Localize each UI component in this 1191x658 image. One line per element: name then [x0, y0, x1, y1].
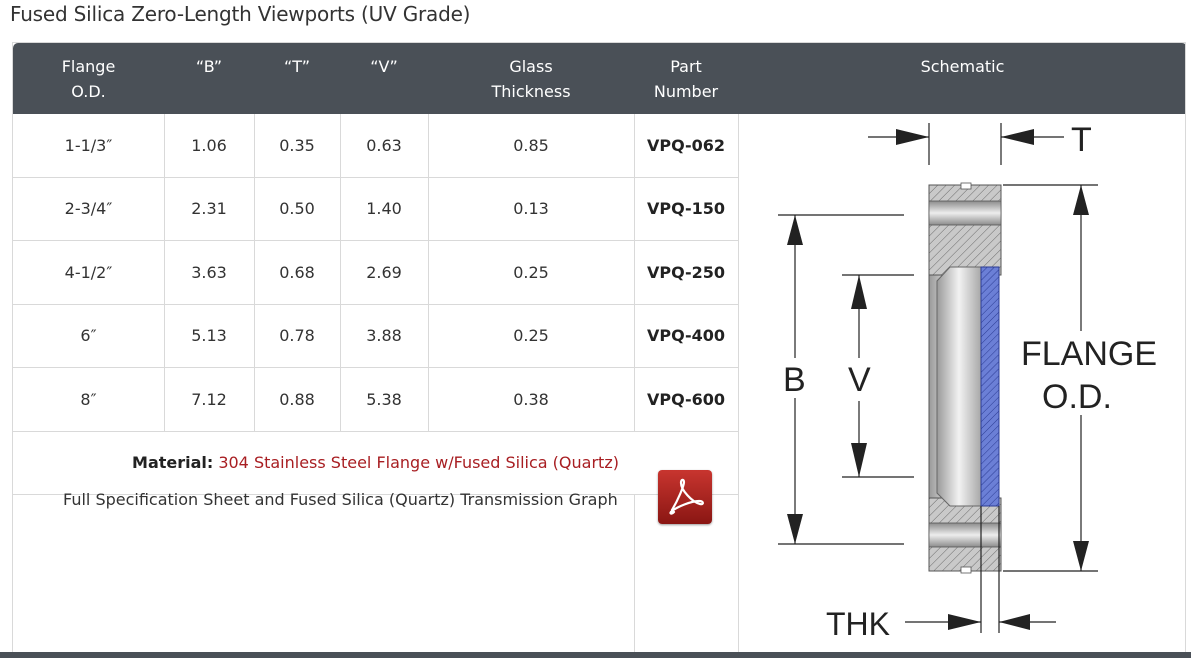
col-divider: [738, 114, 739, 657]
spec-sheet-text: Full Specification Sheet and Fused Silic…: [63, 490, 618, 509]
header-v: “V”: [370, 57, 398, 76]
page-title: Fused Silica Zero-Length Viewports (UV G…: [10, 2, 471, 26]
cell-t: 0.35: [279, 136, 315, 155]
cell-part-number: VPQ-150: [646, 199, 726, 218]
flange-od-label-line1: FLANGE: [1021, 335, 1157, 373]
cell-t: 0.50: [279, 199, 315, 218]
cell-t: 0.78: [279, 326, 315, 345]
cell-glass-thickness: 0.25: [513, 263, 549, 282]
b-label: B: [783, 361, 806, 399]
cell-flange-od: 8″: [80, 390, 97, 409]
row-divider: [13, 240, 738, 241]
b-dimension: [778, 214, 904, 545]
cell-glass-thickness: 0.85: [513, 136, 549, 155]
cell-b: 1.06: [191, 136, 227, 155]
cell-part-number: VPQ-600: [646, 390, 726, 409]
thk-label: THK: [826, 606, 890, 642]
col-divider: [428, 114, 429, 431]
row-divider: [13, 431, 738, 432]
row-divider: [13, 494, 738, 495]
pdf-icon[interactable]: [658, 470, 712, 524]
col-divider: [634, 114, 635, 431]
row-divider: [13, 304, 738, 305]
header-b: “B”: [195, 57, 223, 76]
cell-v: 1.40: [366, 199, 402, 218]
t-label: T: [1071, 121, 1092, 159]
header-glass-thickness: Glass Thickness: [491, 57, 571, 101]
col-divider: [634, 494, 635, 657]
flange-od-label-line2: O.D.: [1042, 378, 1112, 416]
cell-t: 0.88: [279, 390, 315, 409]
cell-glass-thickness: 0.38: [513, 390, 549, 409]
row-divider: [13, 177, 738, 178]
header-flange-od: Flange O.D.: [61, 57, 116, 101]
cell-flange-od: 2-3/4″: [64, 199, 113, 218]
cell-flange-od: 1-1/3″: [64, 136, 113, 155]
cell-b: 2.31: [191, 199, 227, 218]
col-divider: [254, 114, 255, 431]
table-body: 1-1/3″ 1.06 0.35 0.63 0.85 VPQ-062 2-3/4…: [13, 114, 739, 657]
header-schematic: Schematic: [920, 57, 1005, 76]
col-divider: [164, 114, 165, 431]
table-footer-bar: [0, 652, 1191, 658]
header-part-number: Part Number: [653, 57, 719, 101]
material-row: Material: 304 Stainless Steel Flange w/F…: [13, 431, 738, 494]
table-header: Flange O.D. “B” “T” “V” Glass Thickness …: [13, 43, 1185, 114]
glass-window: [980, 266, 1000, 507]
cell-part-number: VPQ-250: [646, 263, 726, 282]
cell-b: 3.63: [191, 263, 227, 282]
material-value: 304 Stainless Steel Flange w/Fused Silic…: [218, 453, 619, 472]
cell-flange-od: 4-1/2″: [64, 263, 113, 282]
specs-table: Flange O.D. “B” “T” “V” Glass Thickness …: [12, 42, 1186, 658]
header-t: “T”: [284, 57, 310, 76]
acrobat-swirl-icon: [669, 478, 704, 515]
cell-glass-thickness: 0.13: [513, 199, 549, 218]
flange-od-dimension: [1003, 184, 1098, 572]
viewport-schematic: T B V FLANGE O.D. THK: [778, 121, 1157, 642]
v-dimension: [842, 274, 914, 478]
thk-dimension: [905, 506, 1056, 633]
cell-v: 2.69: [366, 263, 402, 282]
cell-part-number: VPQ-400: [646, 326, 726, 345]
cell-v: 3.88: [366, 326, 402, 345]
cell-v: 0.63: [366, 136, 402, 155]
v-label: V: [848, 361, 871, 399]
cell-flange-od: 6″: [80, 326, 97, 345]
cell-b: 5.13: [191, 326, 227, 345]
cell-part-number: VPQ-062: [646, 136, 726, 155]
flange-body: [928, 182, 1002, 574]
cell-v: 5.38: [366, 390, 402, 409]
row-divider: [13, 367, 738, 368]
cell-t: 0.68: [279, 263, 315, 282]
cell-glass-thickness: 0.25: [513, 326, 549, 345]
material-label: Material:: [132, 453, 214, 472]
cell-b: 7.12: [191, 390, 227, 409]
col-divider: [340, 114, 341, 431]
t-dimension: [868, 123, 1064, 165]
